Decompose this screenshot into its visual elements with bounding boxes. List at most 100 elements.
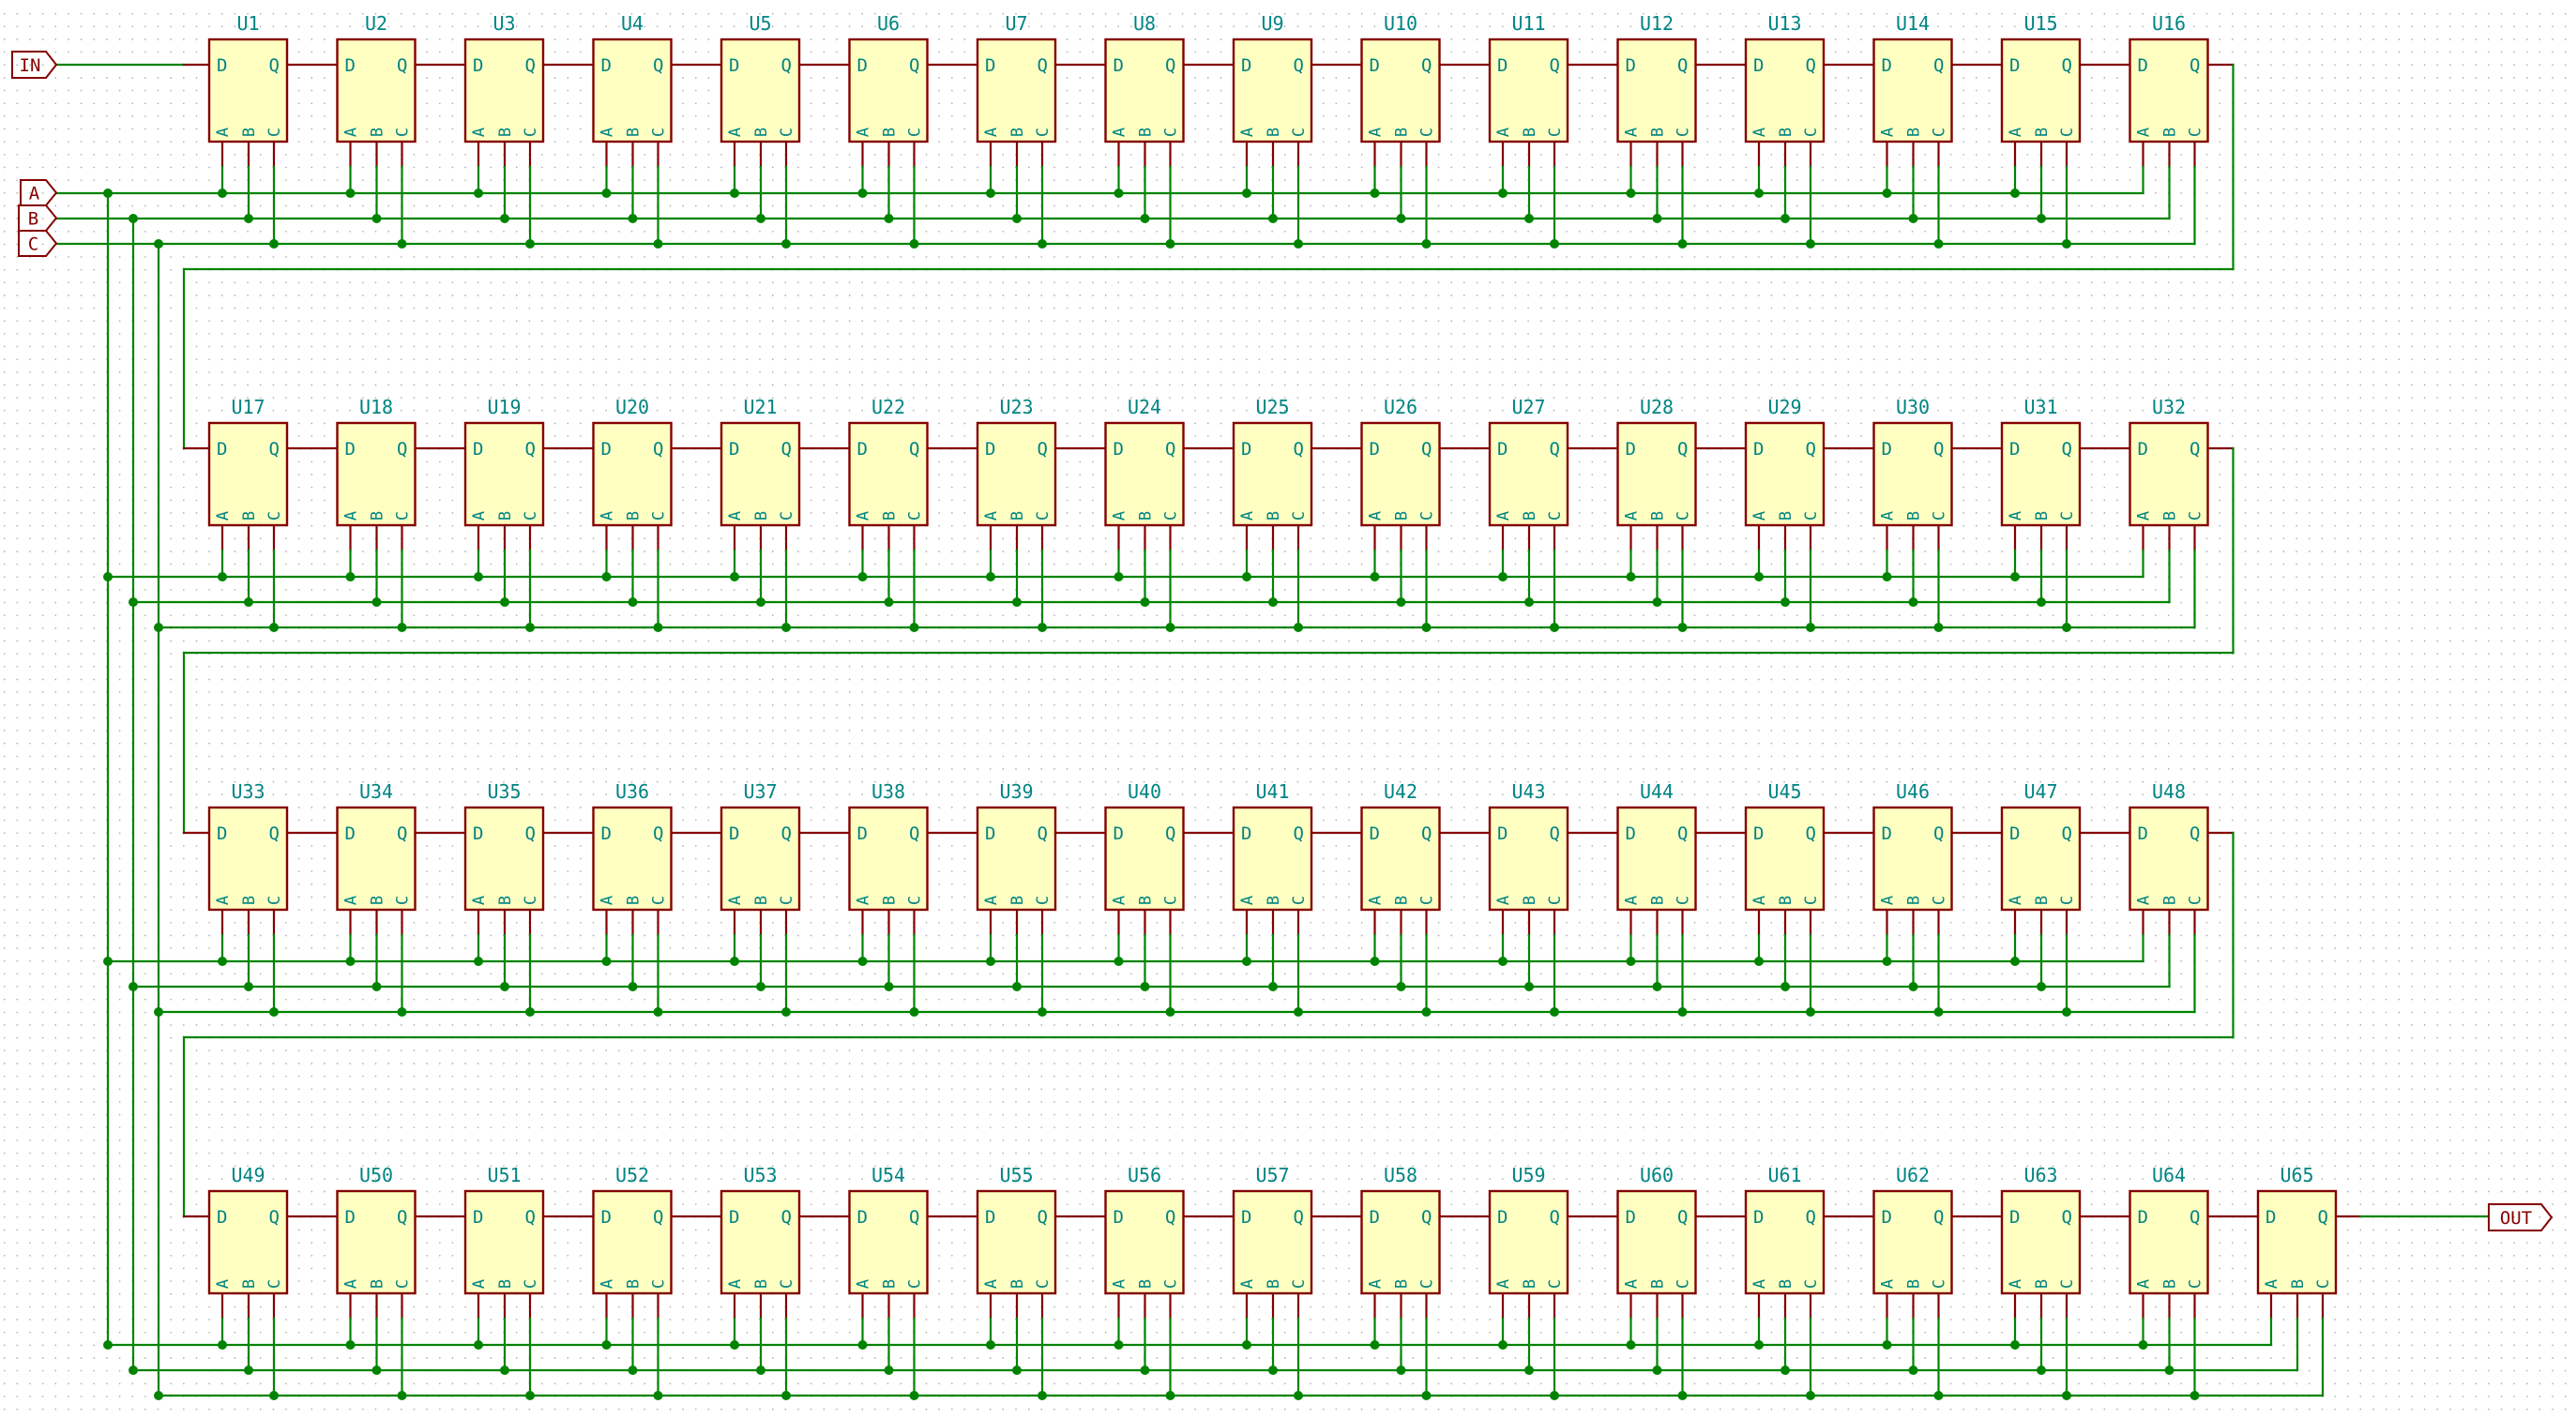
junction-dot	[1626, 189, 1636, 198]
pin-d-label: D	[345, 1207, 356, 1228]
pin-c-label: C	[2058, 1279, 2077, 1289]
pin-c-label: C	[522, 896, 540, 905]
pin-c-label: C	[394, 1279, 413, 1289]
pin-q-label: Q	[397, 55, 407, 76]
pin-q-label: Q	[781, 55, 792, 76]
pin-d-label: D	[1114, 823, 1124, 844]
junction-dot	[1652, 1366, 1662, 1375]
junctions	[103, 189, 2200, 1400]
pin-a-label: A	[1111, 896, 1129, 905]
net-label-a[interactable]: A	[20, 179, 58, 206]
reference-label: U22	[871, 396, 905, 418]
pin-d-label: D	[1241, 439, 1251, 460]
net-label-out[interactable]: OUT	[2488, 1203, 2553, 1231]
pin-d-label: D	[473, 439, 483, 460]
pin-d-label: D	[1882, 823, 1892, 844]
junction-dot	[884, 214, 894, 223]
pin-c-label: C	[265, 1279, 284, 1289]
junction-dot	[1498, 189, 1508, 198]
pin-b-label: B	[752, 128, 771, 137]
junction-dot	[1652, 214, 1662, 223]
net-label-in[interactable]: IN	[11, 51, 58, 79]
junction-dot	[244, 597, 253, 607]
net-label-b[interactable]: B	[18, 204, 58, 232]
reference-label: U35	[487, 780, 521, 803]
reference-label: U60	[1640, 1164, 1674, 1186]
pin-q-label: Q	[1165, 823, 1175, 844]
junction-dot	[2037, 597, 2046, 607]
pin-q-label: Q	[781, 439, 792, 460]
net-label-c[interactable]: C	[18, 230, 58, 257]
pin-d-label: D	[217, 439, 227, 460]
junction-dot	[218, 957, 227, 966]
reference-label: U18	[359, 396, 393, 418]
